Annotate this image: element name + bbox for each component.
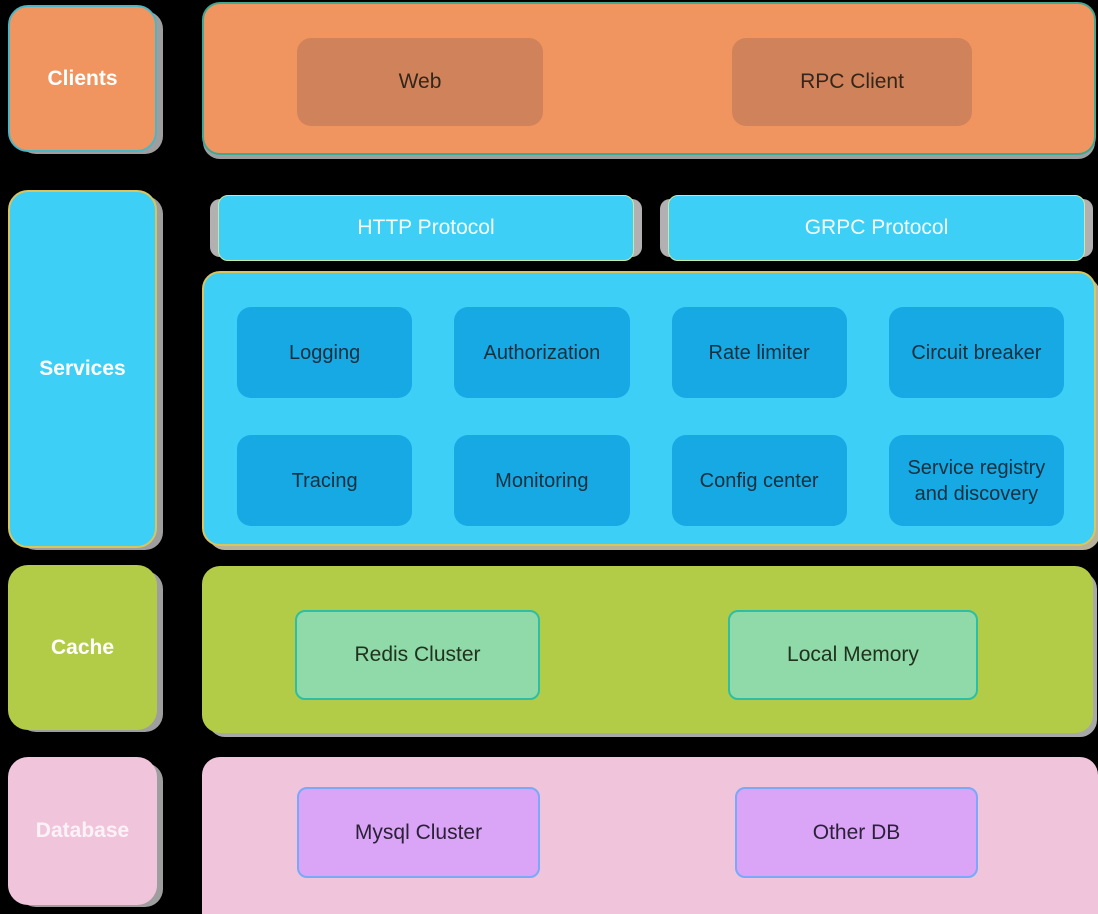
services-panel: Logging Authorization Rate limiter Circu…: [202, 271, 1096, 546]
node-service-registry: Service registry and discovery: [888, 435, 1064, 526]
clients-row-label: Clients: [8, 5, 157, 152]
clients-panel: Web RPC Client: [202, 2, 1096, 155]
node-circuit-breaker: Circuit breaker: [888, 307, 1064, 398]
cache-row-label-text: Cache: [50, 635, 115, 659]
node-authorization: Authorization: [454, 307, 630, 398]
node-logging-label: Logging: [289, 341, 361, 364]
node-tracing: Tracing: [237, 435, 413, 526]
node-other-db-label: Other DB: [812, 820, 901, 844]
node-grpc-protocol: GRPC Protocol: [660, 195, 1093, 261]
services-row-label-text: Services: [39, 357, 126, 380]
database-row-label: Database: [8, 757, 157, 905]
node-monitoring-label: Monitoring: [495, 469, 589, 492]
cache-row-label: Cache: [8, 565, 157, 730]
node-tracing-label: Tracing: [291, 469, 358, 492]
node-http-protocol-label: HTTP Protocol: [357, 216, 495, 239]
node-web-label: Web: [398, 70, 442, 93]
node-config-center: Config center: [671, 435, 847, 526]
node-grpc-protocol-face: GRPC Protocol: [668, 195, 1085, 261]
cache-panel: Redis Cluster Local Memory: [202, 566, 1093, 733]
node-redis-cluster: Redis Cluster: [295, 610, 540, 700]
node-mysql-cluster: Mysql Cluster: [297, 787, 540, 878]
services-grid: Logging Authorization Rate limiter Circu…: [237, 307, 1064, 526]
node-config-center-label: Config center: [699, 469, 819, 492]
node-circuit-breaker-label: Circuit breaker: [911, 341, 1042, 364]
node-mysql-cluster-label: Mysql Cluster: [354, 820, 483, 844]
node-logging: Logging: [237, 307, 413, 398]
node-rpc-client-label: RPC Client: [800, 70, 904, 93]
node-grpc-protocol-label: GRPC Protocol: [804, 216, 949, 239]
node-redis-cluster-label: Redis Cluster: [354, 643, 481, 666]
node-rate-limiter: Rate limiter: [671, 307, 847, 398]
services-row-label: Services: [8, 190, 157, 548]
node-authorization-label: Authorization: [483, 341, 601, 364]
node-monitoring: Monitoring: [454, 435, 630, 526]
node-local-memory: Local Memory: [728, 610, 978, 700]
node-other-db: Other DB: [735, 787, 978, 878]
database-row-label-text: Database: [35, 819, 130, 842]
node-rate-limiter-label: Rate limiter: [708, 341, 810, 364]
node-http-protocol: HTTP Protocol: [210, 195, 642, 261]
node-rpc-client: RPC Client: [732, 38, 972, 126]
database-panel: Mysql Cluster Other DB: [202, 757, 1098, 914]
node-http-protocol-face: HTTP Protocol: [218, 195, 634, 261]
clients-row-label-text: Clients: [47, 66, 118, 90]
node-web: Web: [297, 38, 543, 126]
node-local-memory-label: Local Memory: [787, 643, 919, 666]
node-service-registry-label: Service registry and discovery: [907, 456, 1046, 505]
